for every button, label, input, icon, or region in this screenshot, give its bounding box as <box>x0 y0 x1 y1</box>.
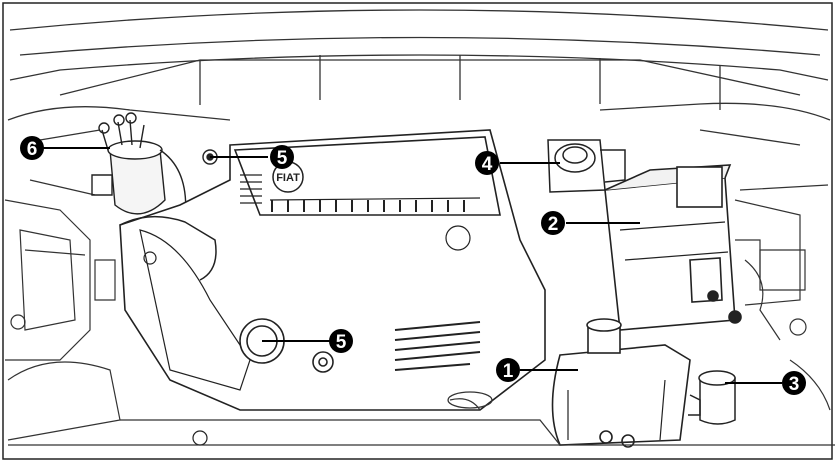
brake-fluid-reservoir <box>547 139 626 193</box>
left-structure <box>4 179 121 441</box>
callout-4: 4 <box>475 151 499 175</box>
callout-5a-number: 5 <box>277 148 288 169</box>
logo-text: FIAT <box>276 172 300 184</box>
callout-5b-number: 5 <box>336 332 347 353</box>
hood-outline <box>7 9 831 146</box>
callout-2: 2 <box>541 211 565 235</box>
callout-3: 3 <box>782 371 806 395</box>
right-structure <box>734 184 831 411</box>
callout-1-number: 1 <box>503 361 514 382</box>
callout-2-number: 2 <box>548 214 559 235</box>
bottom-crossmember <box>8 391 835 446</box>
callout-5-dipstick: 5 <box>270 145 294 169</box>
power-steering-reservoir <box>688 370 736 425</box>
callout-6-number: 6 <box>27 139 38 160</box>
engine-cover <box>119 129 546 446</box>
callout-6: 6 <box>20 136 44 160</box>
battery <box>604 164 742 331</box>
fuel-filter <box>91 112 201 271</box>
callout-4-number: 4 <box>482 154 493 175</box>
coolant-expansion-tank <box>551 318 691 448</box>
callout-1: 1 <box>496 358 520 382</box>
callout-3-number: 3 <box>789 374 800 395</box>
callout-5-filler: 5 <box>329 329 353 353</box>
leader-lines <box>42 147 782 384</box>
